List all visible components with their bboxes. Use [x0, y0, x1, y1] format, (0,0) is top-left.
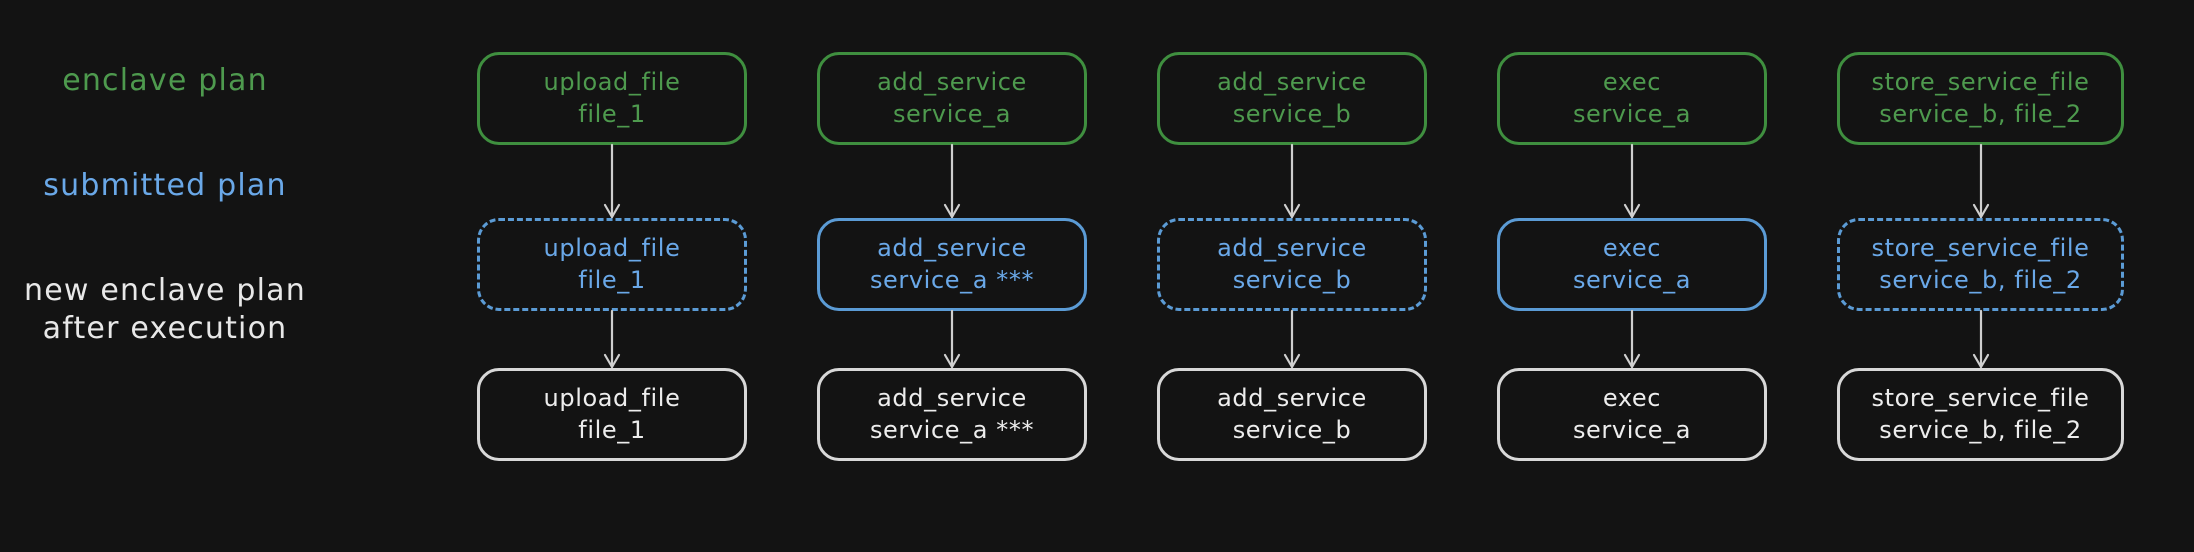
node-detail: file_1: [578, 415, 646, 444]
node-enclave_plan-3[interactable]: add_service service_b: [1157, 52, 1427, 145]
node-title: store_service_file: [1871, 233, 2090, 262]
node-enclave_plan-1[interactable]: upload_file file_1: [477, 52, 747, 145]
node-title: add_service: [877, 67, 1027, 96]
arrow-enclave_plan-to-submitted_plan-2: [943, 143, 961, 219]
node-submitted_plan-4[interactable]: exec service_a: [1497, 218, 1767, 311]
node-title: add_service: [1217, 67, 1367, 96]
node-submitted_plan-3[interactable]: add_service service_b: [1157, 218, 1427, 311]
node-detail: service_b, file_2: [1879, 415, 2082, 444]
node-detail: service_b: [1232, 99, 1352, 128]
row-label-enclave-plan: enclave plan: [62, 63, 268, 98]
node-new_enclave_plan-3[interactable]: add_service service_b: [1157, 368, 1427, 461]
arrow-submitted_plan-to-new_enclave_plan-4: [1623, 309, 1641, 369]
arrow-submitted_plan-to-new_enclave_plan-2: [943, 309, 961, 369]
node-enclave_plan-4[interactable]: exec service_a: [1497, 52, 1767, 145]
node-detail: service_a ***: [869, 265, 1035, 294]
node-title: upload_file: [543, 233, 681, 262]
node-detail: service_b, file_2: [1879, 99, 2082, 128]
node-title: add_service: [877, 233, 1027, 262]
arrow-submitted_plan-to-new_enclave_plan-3: [1283, 309, 1301, 369]
node-detail: service_a: [892, 99, 1012, 128]
node-detail: service_a: [1572, 99, 1692, 128]
arrow-submitted_plan-to-new_enclave_plan-1: [603, 309, 621, 369]
node-new_enclave_plan-1[interactable]: upload_file file_1: [477, 368, 747, 461]
node-detail: service_b: [1232, 265, 1352, 294]
node-title: add_service: [1217, 233, 1367, 262]
node-new_enclave_plan-2[interactable]: add_service service_a ***: [817, 368, 1087, 461]
node-new_enclave_plan-4[interactable]: exec service_a: [1497, 368, 1767, 461]
node-title: exec: [1602, 383, 1662, 412]
node-detail: service_b, file_2: [1879, 265, 2082, 294]
node-title: store_service_file: [1871, 67, 2090, 96]
node-detail: file_1: [578, 99, 646, 128]
node-detail: service_b: [1232, 415, 1352, 444]
node-title: add_service: [877, 383, 1027, 412]
node-title: exec: [1602, 233, 1662, 262]
node-detail: file_1: [578, 265, 646, 294]
node-enclave_plan-5[interactable]: store_service_file service_b, file_2: [1837, 52, 2124, 145]
node-title: upload_file: [543, 67, 681, 96]
node-enclave_plan-2[interactable]: add_service service_a: [817, 52, 1087, 145]
row-label-new-enclave-plan: new enclave plan after execution: [24, 273, 306, 347]
node-title: exec: [1602, 67, 1662, 96]
node-title: upload_file: [543, 383, 681, 412]
arrow-enclave_plan-to-submitted_plan-4: [1623, 143, 1641, 219]
arrow-enclave_plan-to-submitted_plan-5: [1972, 143, 1989, 219]
node-detail: service_a ***: [869, 415, 1035, 444]
node-submitted_plan-2[interactable]: add_service service_a ***: [817, 218, 1087, 311]
arrow-submitted_plan-to-new_enclave_plan-5: [1972, 309, 1989, 369]
node-new_enclave_plan-5[interactable]: store_service_file service_b, file_2: [1837, 368, 2124, 461]
node-submitted_plan-1[interactable]: upload_file file_1: [477, 218, 747, 311]
node-submitted_plan-5[interactable]: store_service_file service_b, file_2: [1837, 218, 2124, 311]
node-detail: service_a: [1572, 415, 1692, 444]
node-detail: service_a: [1572, 265, 1692, 294]
row-label-submitted-plan: submitted plan: [43, 168, 287, 203]
node-title: add_service: [1217, 383, 1367, 412]
arrow-enclave_plan-to-submitted_plan-3: [1283, 143, 1301, 219]
arrow-enclave_plan-to-submitted_plan-1: [603, 143, 621, 219]
node-title: store_service_file: [1871, 383, 2090, 412]
